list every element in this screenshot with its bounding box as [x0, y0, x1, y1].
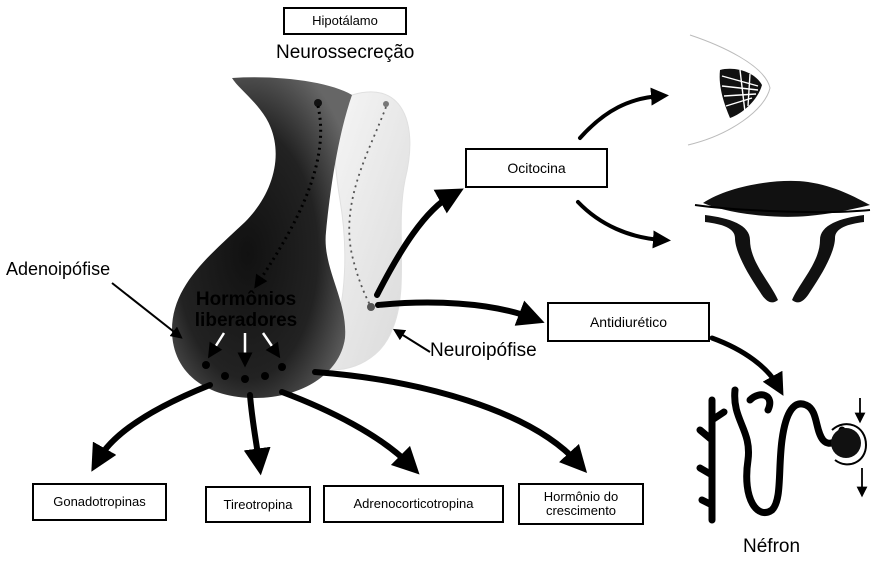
antidiuretic-box: Antidiurético	[547, 302, 710, 342]
uterus-illustration	[695, 181, 870, 302]
neuron-terminal	[367, 303, 375, 311]
oxytocin-box: Ocitocina	[465, 148, 608, 188]
adrenocorticotropin-label: Adrenocorticotropina	[354, 497, 474, 511]
gonadotropins-box: Gonadotropinas	[32, 483, 167, 521]
neuro-pointer	[398, 332, 430, 352]
hypothalamus-box: Hipotálamo	[283, 7, 407, 35]
hypothalamus-label: Hipotálamo	[312, 14, 378, 28]
growth-hormone-line-1: Hormônio do	[544, 490, 618, 504]
glomerulus	[831, 398, 866, 492]
thyrotropin-label: Tireotropina	[224, 498, 293, 512]
neurosecretion-label: Neurossecreção	[276, 42, 414, 64]
neuron-body-dark	[314, 99, 322, 107]
growth-hormone-box: Hormônio do crescimento	[518, 483, 644, 525]
nephron-illustration	[700, 390, 842, 520]
nephron-label: Néfron	[743, 536, 800, 558]
mammary-gland-illustration	[688, 35, 770, 145]
gonadotropins-label: Gonadotropinas	[53, 495, 146, 509]
adeno-output-arrows	[98, 372, 578, 465]
adenohypophysis-lobe	[172, 77, 352, 398]
oxytocin-label: Ocitocina	[507, 161, 565, 176]
releasing-hormones-line-1: Hormônios	[176, 290, 316, 311]
adeno-pointer	[112, 283, 178, 335]
neuron-body-light	[383, 101, 389, 107]
growth-hormone-line-2: crescimento	[546, 504, 616, 518]
thyrotropin-box: Tireotropina	[205, 486, 311, 523]
adenohypophysis-label: Adenoipófise	[6, 259, 110, 280]
releasing-hormones-line-2: liberadores	[176, 311, 316, 332]
neurohypophysis-label: Neuroipófise	[430, 340, 537, 362]
adrenocorticotropin-box: Adrenocorticotropina	[323, 485, 504, 523]
releasing-hormones-label: Hormônios liberadores	[176, 290, 316, 332]
antidiuretic-label: Antidiurético	[590, 315, 667, 330]
